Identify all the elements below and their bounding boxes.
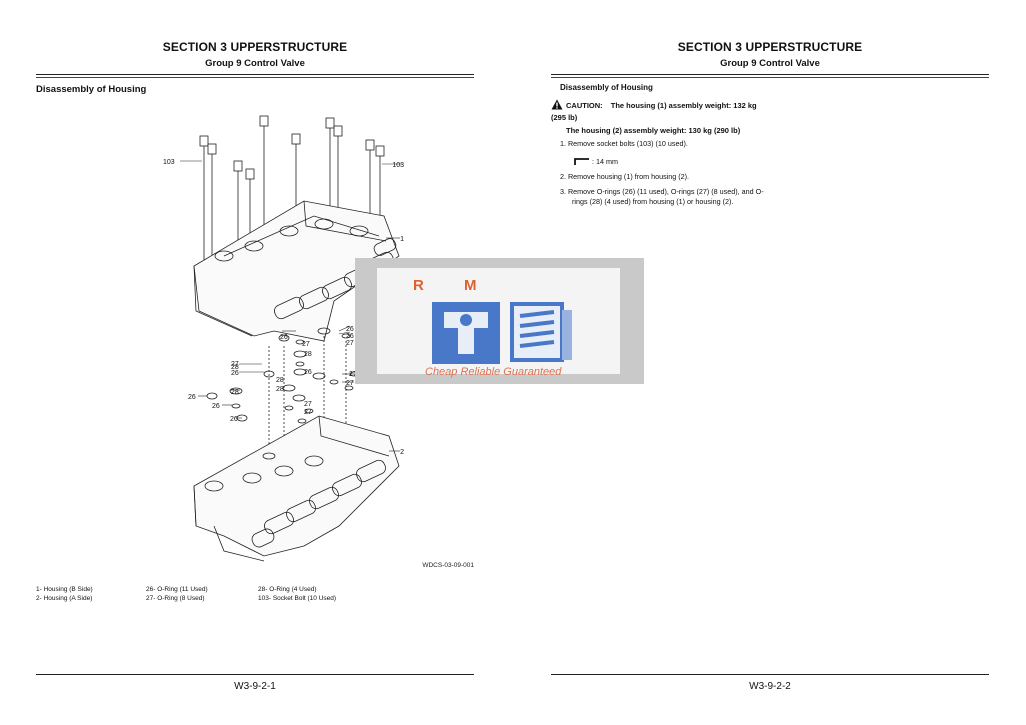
callout-26: 26 bbox=[230, 416, 238, 423]
warning-triangle-icon bbox=[551, 99, 563, 113]
tool-size: : 14 mm bbox=[574, 157, 618, 167]
group-title: Group 9 Control Valve bbox=[205, 58, 305, 69]
section-title: SECTION 3 UPPERSTRUCTURE bbox=[677, 40, 863, 54]
control-valve-exploded-diagram: 103 103 1 2 26 26 26 26 26 26 26 26 26 2… bbox=[163, 115, 404, 562]
hex-wrench-icon bbox=[574, 158, 590, 167]
callout-26: 26 bbox=[188, 394, 196, 401]
legend-item: 2- Housing (A Side) bbox=[36, 595, 93, 602]
footer-rule bbox=[551, 674, 989, 675]
section-title: SECTION 3 UPPERSTRUCTURE bbox=[162, 40, 348, 54]
callout-28: 28 bbox=[276, 377, 284, 384]
step-2: 2. Remove housing (1) from housing (2). bbox=[560, 172, 690, 181]
left-page: SECTION 3 UPPERSTRUCTURE Group 9 Control… bbox=[36, 0, 474, 725]
callout-1: 1 bbox=[400, 236, 404, 243]
legend-item: 28- O-Ring (4 Used) bbox=[258, 586, 317, 593]
watermark: R M Cheap Reliable Guaranteed bbox=[355, 258, 644, 384]
step-3: 3. Remove O-rings (26) (11 used), O-ring… bbox=[560, 187, 764, 206]
callout-28: 28 bbox=[304, 351, 312, 358]
callout-27: 27 bbox=[346, 380, 354, 387]
callout-26: 26 bbox=[346, 326, 354, 333]
page-number: W3-9-2-2 bbox=[749, 681, 791, 692]
callout-27: 27 bbox=[346, 340, 354, 347]
watermark-letters: R M bbox=[413, 277, 495, 294]
callout-26: 26 bbox=[231, 370, 239, 377]
watermark-tagline: Cheap Reliable Guaranteed bbox=[425, 366, 562, 378]
header-rule bbox=[36, 74, 474, 75]
callout-27: 27 bbox=[304, 409, 312, 416]
callout-27: 27 bbox=[304, 401, 312, 408]
callout-103: 103 bbox=[392, 162, 404, 169]
legend-column-1: 1- Housing (B Side) 2- Housing (A Side) bbox=[36, 585, 93, 603]
callout-2: 2 bbox=[400, 449, 404, 456]
legend-item: 103- Socket Bolt (10 Used) bbox=[258, 595, 337, 602]
callout-26: 26 bbox=[304, 369, 312, 376]
group-title: Group 9 Control Valve bbox=[720, 58, 820, 69]
callout-28: 28 bbox=[276, 386, 284, 393]
figure-code: WDCS-03-09-001 bbox=[422, 562, 474, 569]
legend-column-3: 28- O-Ring (4 Used) 103- Socket Bolt (10… bbox=[258, 585, 336, 603]
spool-caps-lower bbox=[251, 459, 386, 548]
callout-27: 27 bbox=[349, 371, 357, 378]
callout-27: 27 bbox=[302, 341, 310, 348]
callout-26: 26 bbox=[346, 333, 354, 340]
caution-note: CAUTION: The housing (1) assembly weight… bbox=[551, 99, 766, 123]
housing-a-side bbox=[193, 415, 400, 562]
header-rule-thin bbox=[551, 77, 989, 78]
legend-item: 1- Housing (B Side) bbox=[36, 586, 93, 593]
caution-label: CAUTION: bbox=[566, 101, 603, 110]
socket-bolts bbox=[199, 115, 385, 271]
page-heading: Disassembly of Housing bbox=[560, 83, 653, 92]
callout-103: 103 bbox=[163, 159, 175, 166]
header-rule bbox=[551, 74, 989, 75]
watermark-logo-icon bbox=[432, 302, 572, 364]
page-number: W3-9-2-1 bbox=[234, 681, 276, 692]
legend-column-2: 26- O-Ring (11 Used) 27- O-Ring (8 Used) bbox=[146, 585, 208, 603]
footer-rule bbox=[36, 674, 474, 675]
callout-28: 28 bbox=[231, 389, 239, 396]
callout-26: 26 bbox=[212, 403, 220, 410]
tool-size-label: : 14 mm bbox=[592, 157, 618, 166]
caution-text: The housing (1) assembly weight: 132 kg … bbox=[551, 101, 757, 122]
header-rule-thin bbox=[36, 77, 474, 78]
callout-26: 26 bbox=[280, 334, 288, 341]
weight-note: The housing (2) assembly weight: 130 kg … bbox=[566, 126, 741, 135]
step-1: 1. Remove socket bolts (103) (10 used). bbox=[560, 139, 688, 148]
legend-item: 26- O-Ring (11 Used) bbox=[146, 586, 208, 593]
legend-item: 27- O-Ring (8 Used) bbox=[146, 595, 205, 602]
callout-27: 27 bbox=[231, 361, 239, 368]
page-heading: Disassembly of Housing bbox=[36, 84, 147, 95]
right-page: SECTION 3 UPPERSTRUCTURE Group 9 Control… bbox=[551, 0, 989, 725]
callout-28: 28 bbox=[231, 364, 239, 371]
